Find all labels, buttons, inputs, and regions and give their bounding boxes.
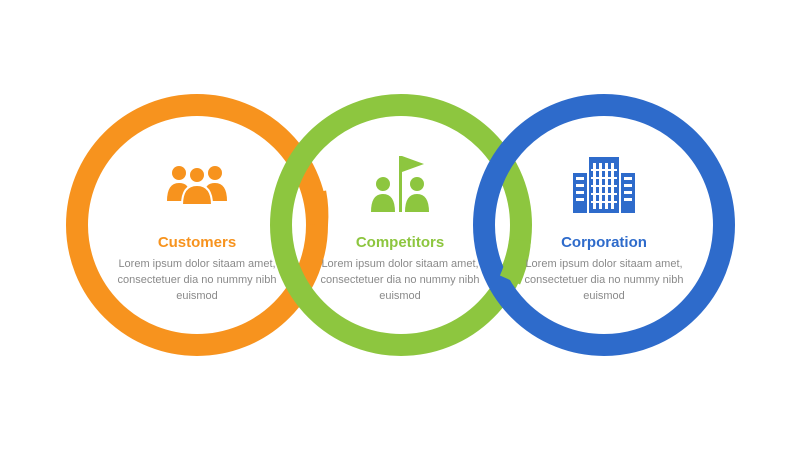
ring-orange-overlap [304,190,329,226]
ring-blue [473,94,735,356]
competitors-flag-icon [305,150,495,220]
ring-green-overlap [499,238,531,285]
item-title: Competitors [355,234,445,251]
item-description: Lorem ipsum dolor sitaam amet, consectet… [524,258,684,302]
item-description: Lorem ipsum dolor sitaam amet, consectet… [320,258,480,302]
item-title: Customers [157,234,237,251]
office-building-icon [509,150,699,220]
people-group-icon [102,150,292,220]
panel-customers: Customers Lorem ipsum dolor sitaam amet,… [102,150,292,304]
item-title: Corporation [561,234,647,251]
item-description: Lorem ipsum dolor sitaam amet, consectet… [117,258,277,302]
ring-green [270,94,532,356]
panel-competitors: Competitors Lorem ipsum dolor sitaam ame… [305,150,495,304]
panel-corporation: Corporation Lorem ipsum dolor sitaam ame… [509,150,699,304]
